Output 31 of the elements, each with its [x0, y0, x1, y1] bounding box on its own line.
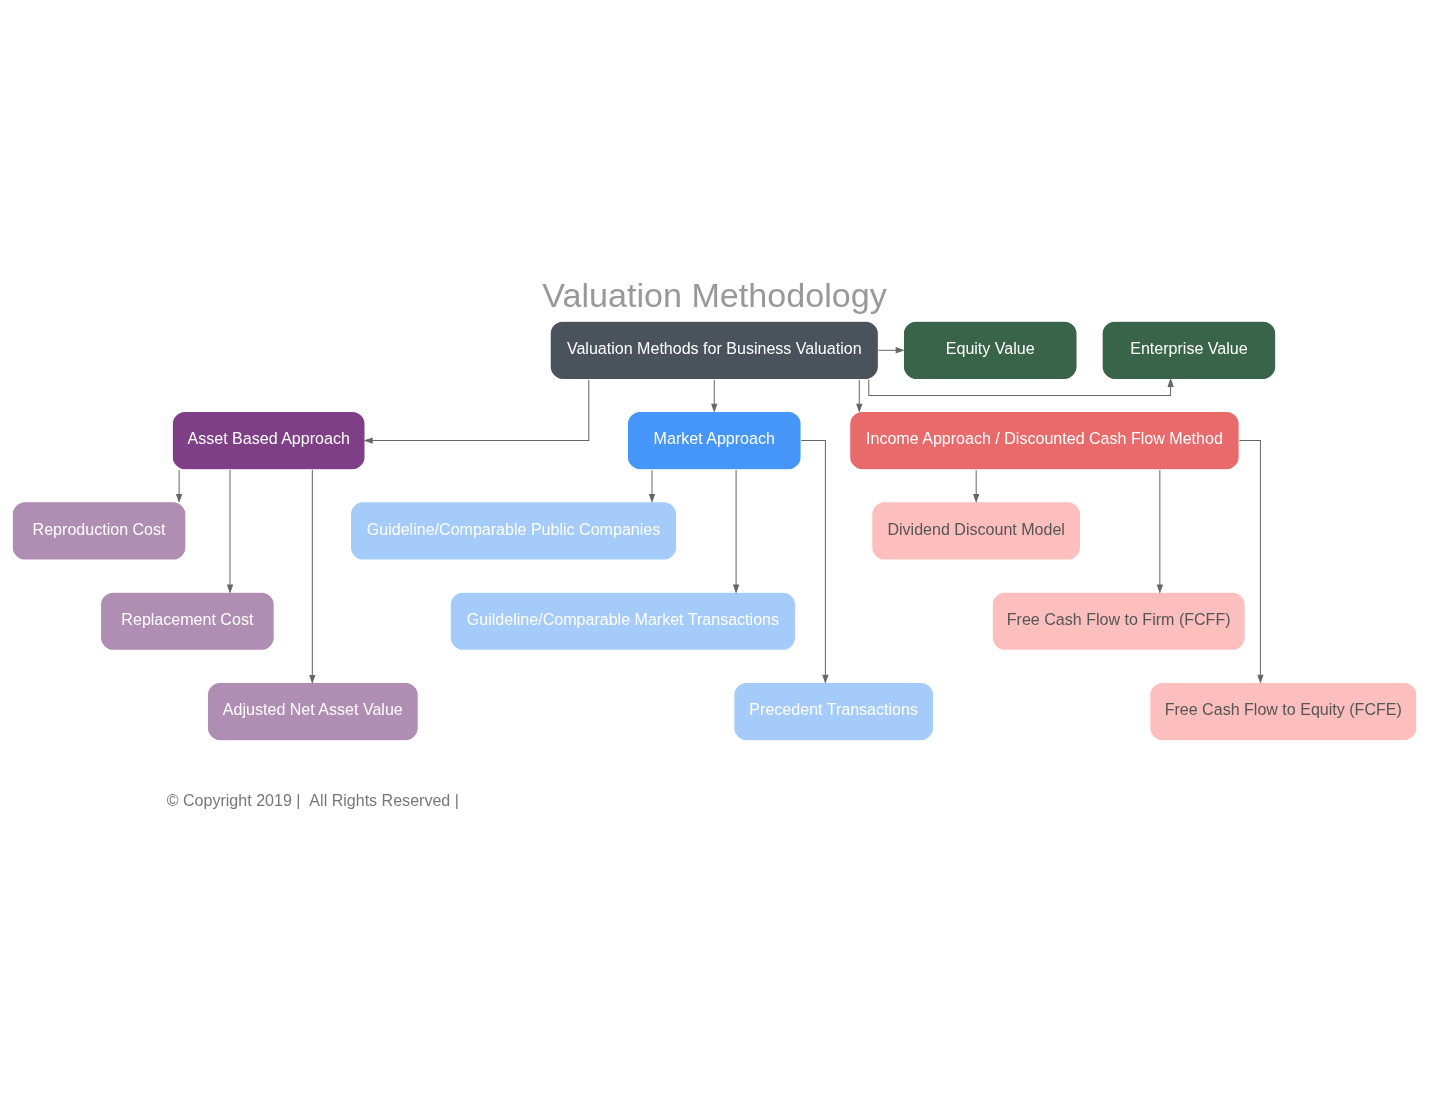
arrow [227, 469, 233, 593]
node-box: Replacement Cost [100, 591, 275, 651]
arrow [973, 469, 980, 503]
arrow [733, 469, 740, 593]
arrow [711, 379, 718, 412]
arrow [364, 379, 590, 444]
node-box: Precedent Transactions [733, 681, 935, 742]
diagram-title: Valuation Methodology [542, 276, 887, 315]
arrow [868, 378, 1174, 396]
node-box: Free Cash Flow to Equity (FCFE) [1149, 681, 1418, 742]
arrow [856, 379, 863, 412]
node-box: Reproduction Cost [11, 501, 187, 561]
node-box: Guideline/Comparable Public Companies [349, 501, 678, 561]
arrow [800, 440, 829, 683]
arrow [877, 347, 904, 354]
node-box: Free Cash Flow to Firm (FCFF) [991, 591, 1246, 651]
node-box: Guildeline/Comparable Market Transactions [449, 591, 797, 651]
node-box: Market Approach [626, 411, 802, 471]
node-box: Asset Based Approach [171, 411, 366, 471]
node-box: Adjusted Net Asset Value [206, 681, 419, 742]
node-box: Equity Value [902, 320, 1078, 380]
arrow [1238, 440, 1264, 683]
label: © Copyright 2019 | All Rights Reserved | [166, 790, 459, 809]
arrow [309, 469, 316, 683]
node-box: Enterprise Value [1101, 320, 1277, 380]
arrow [1156, 469, 1163, 593]
arrow [649, 469, 655, 503]
node-box: Income Approach / Discounted Cash Flow Method [849, 411, 1240, 471]
node-box: Dividend Discount Model [871, 501, 1082, 561]
arrow [176, 469, 183, 503]
node-box: Valuation Methods for Business Valuation [549, 320, 879, 380]
